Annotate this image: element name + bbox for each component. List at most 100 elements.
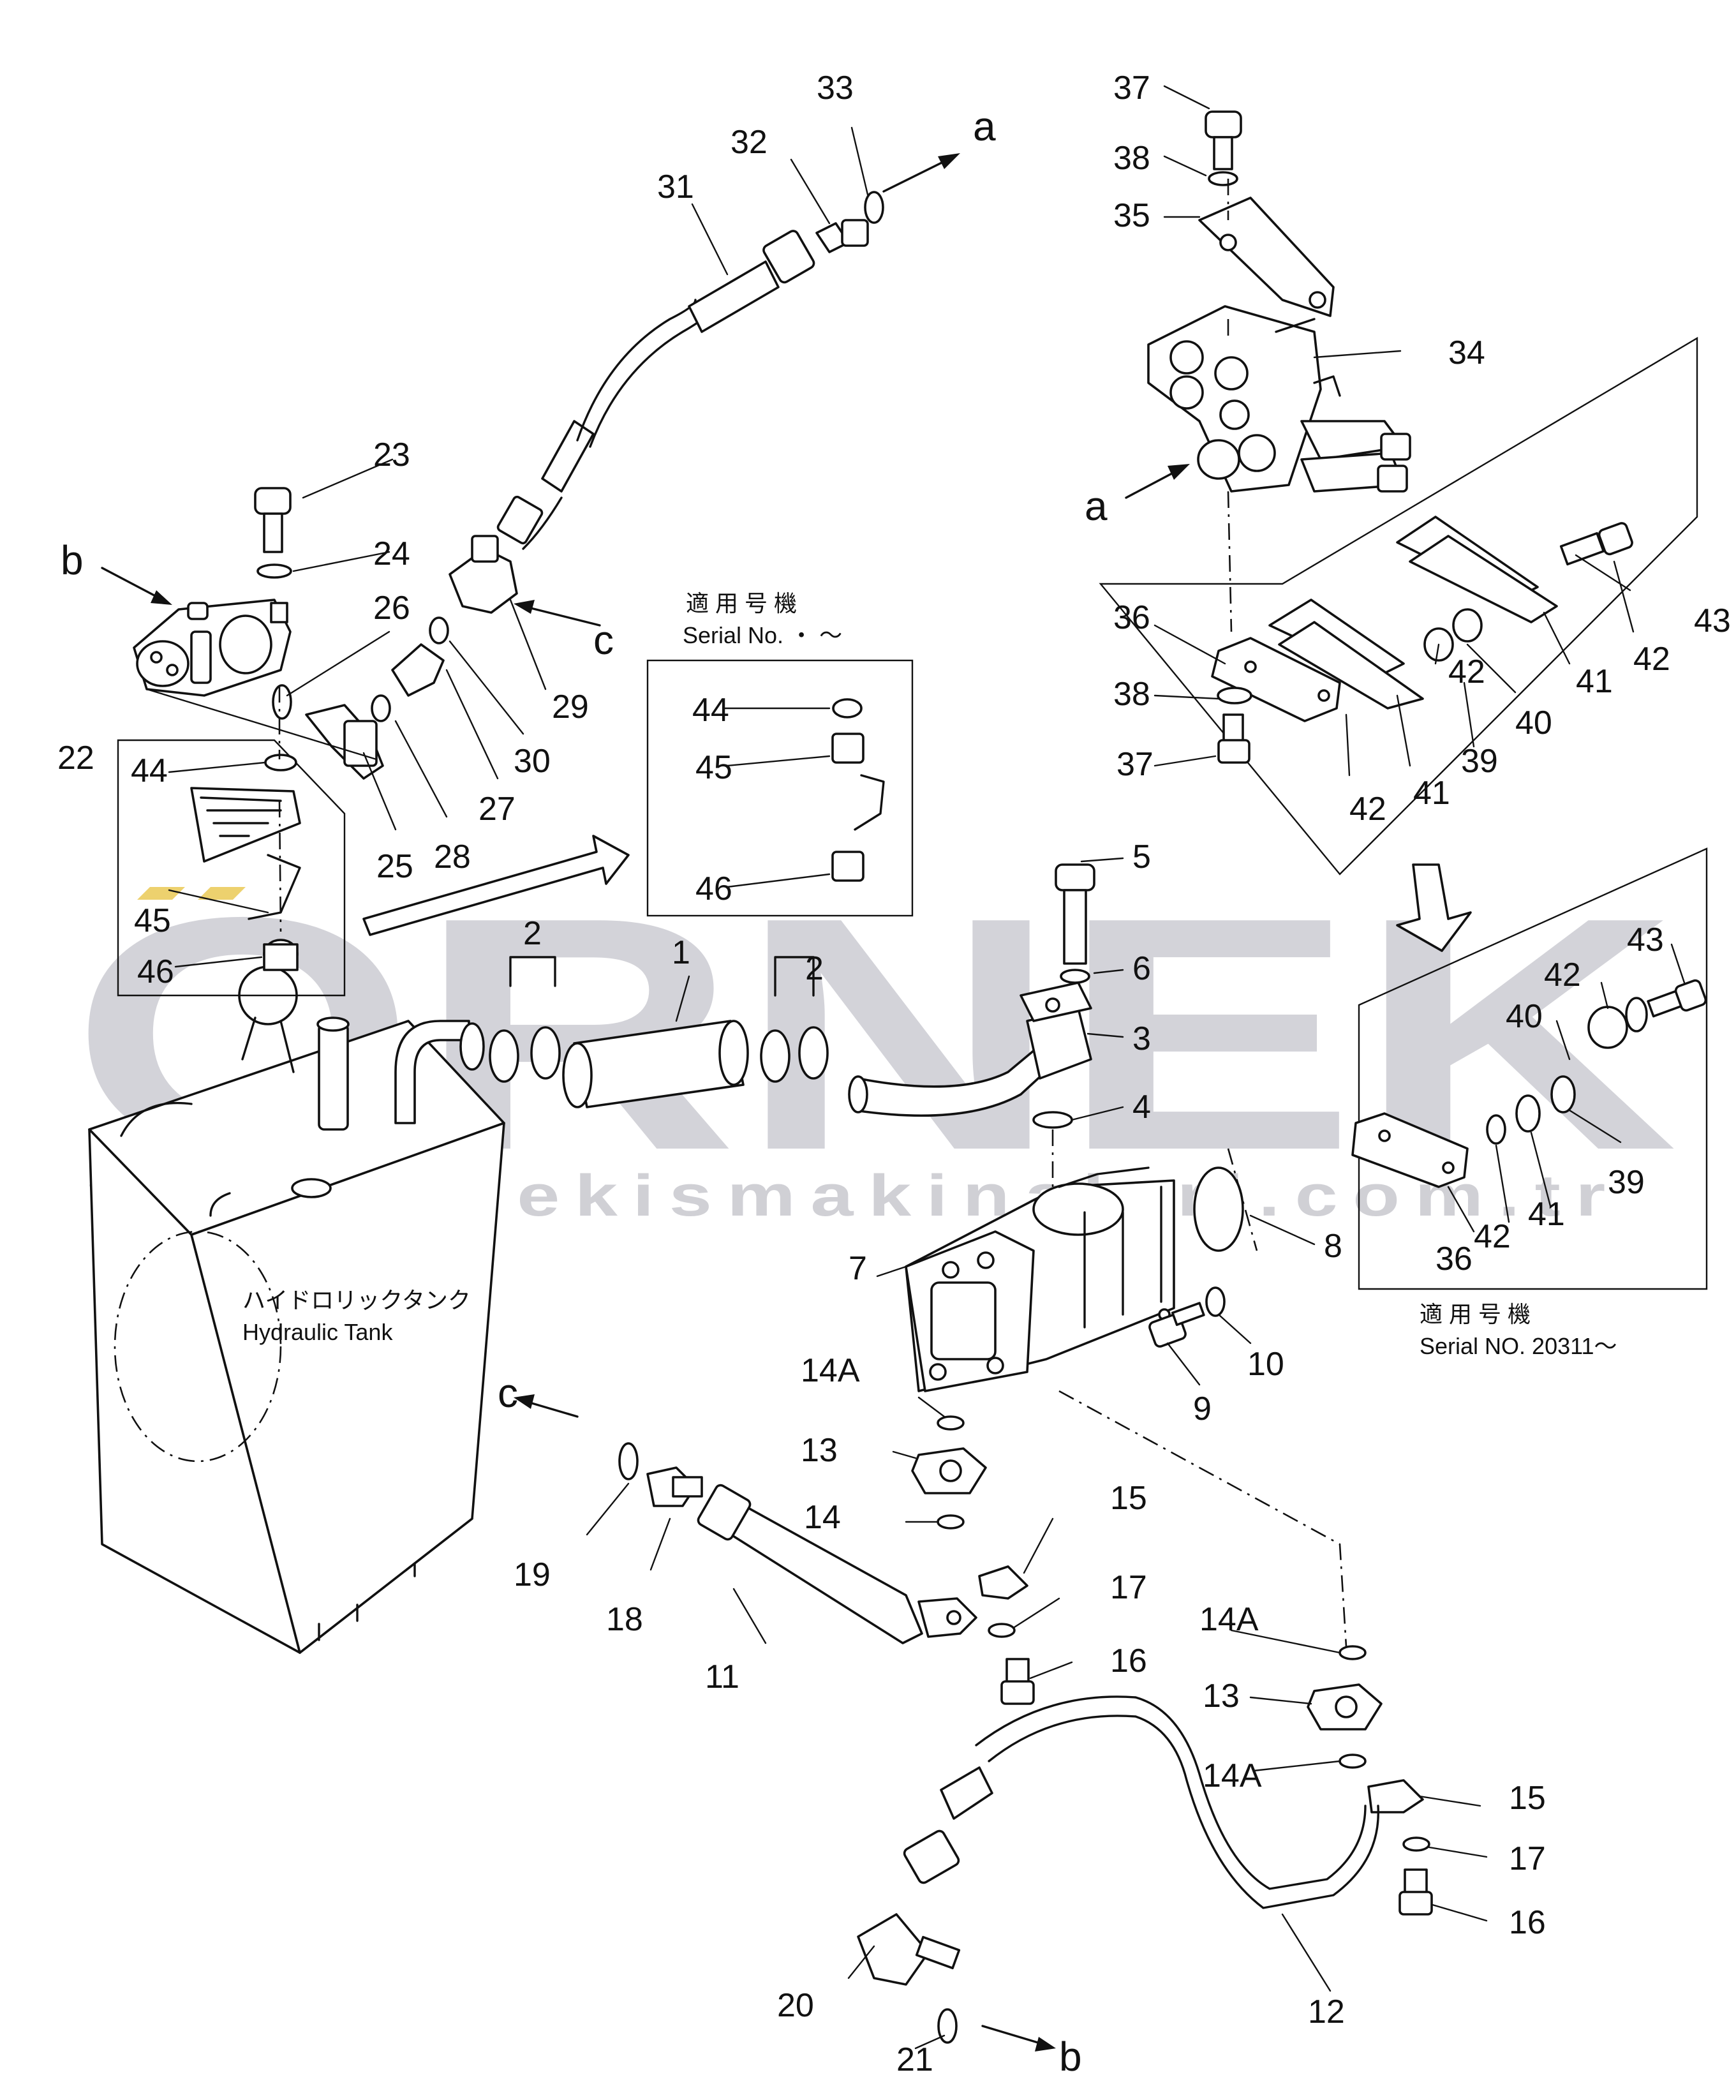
label-15: 15 xyxy=(1110,1480,1147,1517)
label-33: 33 xyxy=(817,70,854,107)
suction-hose-assembly xyxy=(489,956,1092,1117)
label-19: 19 xyxy=(514,1556,551,1593)
label-20: 20 xyxy=(777,1987,814,2024)
label-38: 38 xyxy=(1113,676,1150,713)
transition-arrow-right xyxy=(1396,863,1472,952)
label-44: 44 xyxy=(131,752,168,789)
label-38: 38 xyxy=(1113,140,1150,177)
label-42: 42 xyxy=(1448,653,1485,690)
label-13: 13 xyxy=(1203,1678,1240,1715)
pressure-hose-11 xyxy=(697,1484,977,1644)
watermark-accent xyxy=(198,887,246,900)
label-30: 30 xyxy=(514,743,551,780)
label-34: 34 xyxy=(1448,334,1485,371)
callout-b-left: b xyxy=(61,537,84,583)
serial-left-label-jp: 適 用 号 機 xyxy=(686,590,797,616)
label-44: 44 xyxy=(692,692,729,729)
label-40: 40 xyxy=(1515,704,1552,741)
label-42: 42 xyxy=(1474,1218,1511,1255)
label-46: 46 xyxy=(137,953,174,990)
pump-outlet-flanges xyxy=(911,1415,1433,1916)
label-16: 16 xyxy=(1110,1642,1147,1679)
adapter-18 xyxy=(618,1442,703,1507)
label-2: 2 xyxy=(805,950,824,987)
pressure-hose-12 xyxy=(857,1695,1380,2044)
label-22: 22 xyxy=(57,740,94,777)
bracket-box-left xyxy=(117,739,346,997)
label-9: 9 xyxy=(1193,1390,1212,1427)
label-6: 6 xyxy=(1132,950,1151,987)
label-41: 41 xyxy=(1413,775,1450,812)
label-15: 15 xyxy=(1509,1780,1546,1817)
label-42: 42 xyxy=(1349,791,1386,828)
label-25: 25 xyxy=(376,848,413,885)
label-5: 5 xyxy=(1132,838,1151,875)
hose-clamp xyxy=(489,1026,829,1083)
label-17: 17 xyxy=(1509,1840,1546,1877)
label-35: 35 xyxy=(1113,197,1150,234)
label-42: 42 xyxy=(1544,957,1581,994)
transition-arrow-left xyxy=(362,835,630,936)
label-4: 4 xyxy=(1132,1089,1151,1126)
callout-a-top: a xyxy=(973,103,996,149)
serial-right-label-en: Serial NO. 20311～ xyxy=(1420,1333,1617,1359)
selector-valve-22 xyxy=(133,487,518,780)
label-32: 32 xyxy=(731,124,768,161)
label-11: 11 xyxy=(705,1658,739,1695)
label-18: 18 xyxy=(606,1601,643,1638)
label-31: 31 xyxy=(657,168,694,205)
label-3: 3 xyxy=(1132,1020,1151,1057)
pump-mount-fasteners xyxy=(1032,863,1095,1129)
label-14A: 14A xyxy=(1199,1601,1259,1638)
valve-mount-kit xyxy=(1099,336,1698,875)
label-10: 10 xyxy=(1247,1346,1284,1383)
label-43: 43 xyxy=(1627,921,1664,958)
hydraulic-tank: ハイドロリックタンク Hydraulic Tank xyxy=(88,965,505,1654)
label-7: 7 xyxy=(849,1250,867,1287)
callout-b-bottom: b xyxy=(1059,2034,1082,2080)
hydraulic-pump xyxy=(905,1166,1244,1392)
label-45: 45 xyxy=(134,902,171,939)
label-13: 13 xyxy=(801,1432,838,1469)
watermark-accent xyxy=(137,887,185,900)
part-labels: 1 2 2 3 4 5 6 7 8 9 10 11 12 13 13 14 14… xyxy=(57,70,1731,2078)
label-37: 37 xyxy=(1113,70,1150,107)
serial-left-label-en: Serial No. ・ ～ xyxy=(683,622,842,648)
label-39: 39 xyxy=(1461,743,1498,780)
label-41: 41 xyxy=(1528,1196,1565,1233)
callout-arrows xyxy=(101,153,1190,2052)
label-43: 43 xyxy=(1694,602,1731,639)
label-14A: 14A xyxy=(801,1352,860,1389)
label-28: 28 xyxy=(434,838,471,875)
label-14: 14 xyxy=(804,1499,841,1536)
label-24: 24 xyxy=(373,535,410,572)
label-40: 40 xyxy=(1506,998,1543,1035)
callout-c-left: c xyxy=(498,1370,518,1416)
label-16: 16 xyxy=(1509,1904,1546,1941)
serial-box-right: 適 用 号 機 Serial NO. 20311～ xyxy=(1351,847,1708,1359)
label-17: 17 xyxy=(1110,1569,1147,1606)
control-valve-34 xyxy=(1147,110,1411,493)
label-8: 8 xyxy=(1324,1228,1342,1265)
callout-c-right: c xyxy=(593,617,614,663)
label-12: 12 xyxy=(1308,1993,1345,2030)
label-2: 2 xyxy=(523,915,542,952)
callout-letters: a a b b c c xyxy=(61,103,1108,2080)
callout-a-valve: a xyxy=(1085,483,1108,529)
label-46: 46 xyxy=(695,870,732,907)
tank-label-en: Hydraulic Tank xyxy=(242,1319,393,1345)
label-14A: 14A xyxy=(1203,1757,1262,1794)
leader-lines xyxy=(145,85,1686,2050)
pilot-hose-31 xyxy=(496,191,884,550)
label-41: 41 xyxy=(1576,663,1613,700)
label-26: 26 xyxy=(373,590,410,627)
label-29: 29 xyxy=(552,689,589,726)
label-36: 36 xyxy=(1113,599,1150,636)
tank-label-jp: ハイドロリックタンク xyxy=(242,1287,471,1313)
label-37: 37 xyxy=(1117,746,1154,783)
label-36: 36 xyxy=(1436,1240,1473,1277)
label-23: 23 xyxy=(373,436,410,473)
label-45: 45 xyxy=(695,749,732,786)
